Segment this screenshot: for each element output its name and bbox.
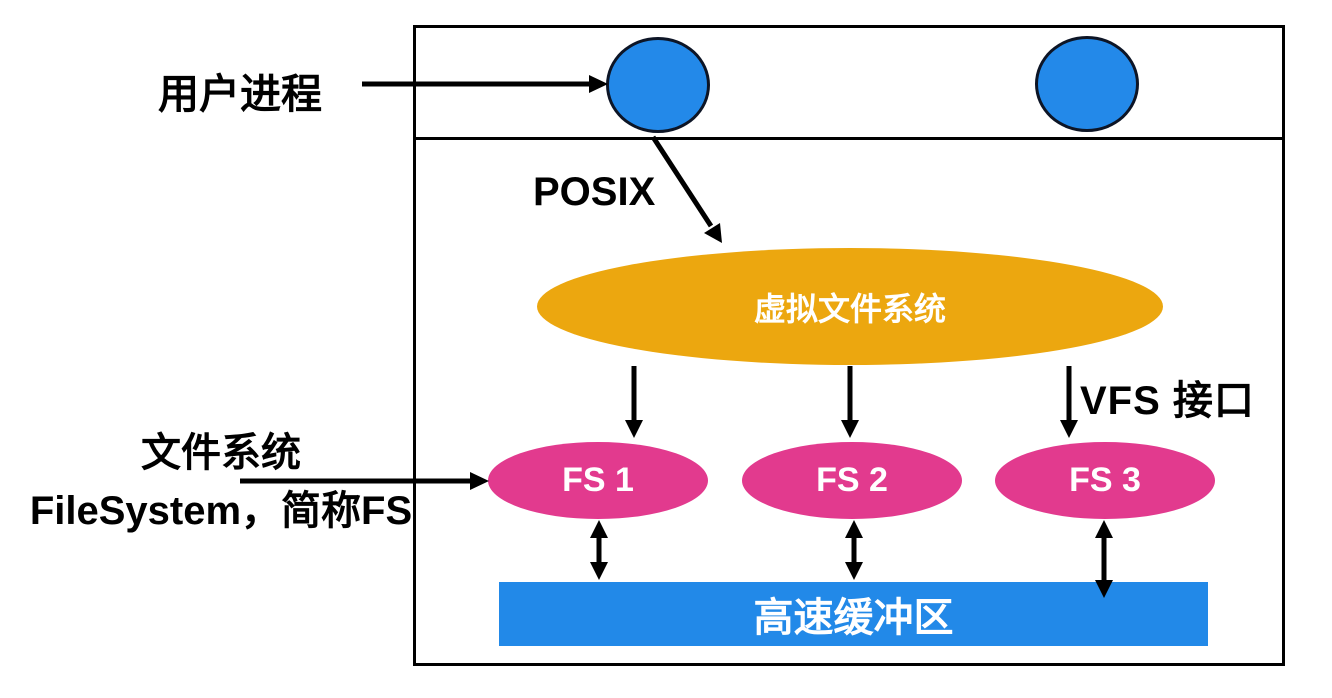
filesystem-caption: 文件系统 FileSystem，简称FS xyxy=(28,424,414,540)
vfs-interface-label: VFS 接口 xyxy=(1080,379,1255,423)
fs1-node: FS 1 xyxy=(488,442,708,519)
fs3-label: FS 3 xyxy=(1069,461,1141,499)
posix-label: POSIX xyxy=(533,170,656,214)
user-process-circle-1 xyxy=(606,37,710,133)
filesystem-caption-line1: 文件系统 xyxy=(141,431,301,475)
user-process-circle-2 xyxy=(1035,36,1139,132)
fs1-label: FS 1 xyxy=(562,461,634,499)
user-process-label: 用户进程 xyxy=(158,71,322,117)
fs2-label: FS 2 xyxy=(816,461,888,499)
fs2-node: FS 2 xyxy=(742,442,962,519)
virtual-file-system-label: 虚拟文件系统 xyxy=(753,290,946,327)
filesystem-caption-line2: FileSystem，简称FS xyxy=(29,489,413,533)
fs3-node: FS 3 xyxy=(995,442,1215,519)
kernel-boundary-box xyxy=(413,25,1285,666)
buffer-cache-label: 高速缓冲区 xyxy=(753,596,954,640)
buffer-cache-node: 高速缓冲区 xyxy=(499,582,1208,646)
user-kernel-divider-line xyxy=(413,137,1285,140)
virtual-file-system-node: 虚拟文件系统 xyxy=(537,248,1163,365)
